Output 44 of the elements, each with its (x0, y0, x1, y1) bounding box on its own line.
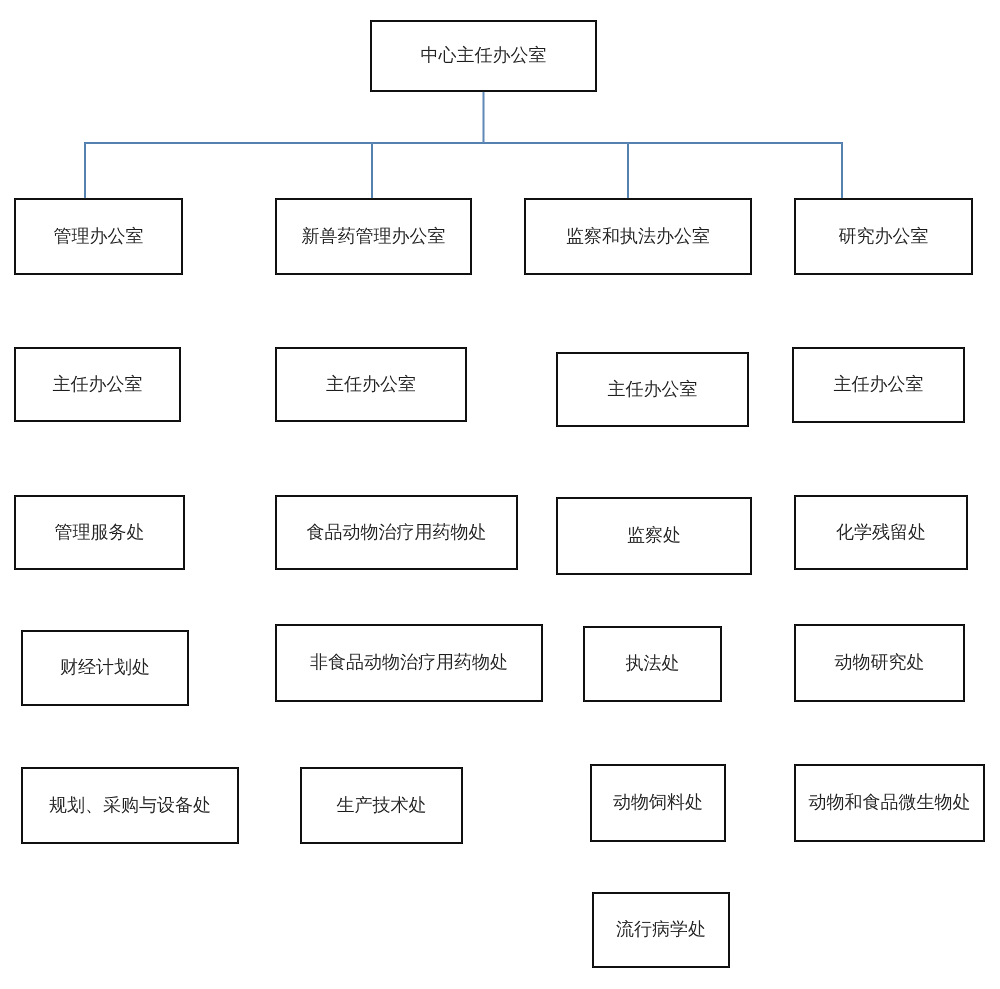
box-label: 研究办公室 (838, 226, 928, 248)
box-label: 财经计划处 (60, 657, 150, 679)
org-unit-box (794, 764, 985, 842)
box-label: 规划、采购与设备处 (49, 794, 211, 816)
box-label: 监察和执法办公室 (566, 226, 710, 248)
org-unit-box (275, 347, 467, 422)
org-unit-box (14, 495, 185, 570)
org-unit-box (583, 626, 722, 702)
box-label: 化学残留处 (836, 522, 926, 544)
org-unit-box (275, 624, 543, 702)
org-unit-box (21, 630, 189, 706)
org-unit-box (14, 347, 181, 422)
box-label: 动物饲料处 (613, 792, 703, 814)
box-label: 主任办公室 (326, 374, 416, 396)
org-unit-box (370, 20, 597, 92)
box-label: 执法处 (626, 653, 680, 675)
box-label: 流行病学处 (616, 919, 706, 941)
box-label: 主任办公室 (834, 374, 924, 396)
box-label: 生产技术处 (336, 794, 426, 816)
org-unit-box (275, 198, 472, 275)
box-label: 管理办公室 (54, 226, 144, 248)
org-unit-box (556, 497, 752, 575)
org-unit-box (275, 495, 518, 570)
box-label: 中心主任办公室 (420, 45, 546, 67)
box-label: 新兽药管理办公室 (302, 226, 446, 248)
org-unit-box (300, 767, 463, 844)
box-label: 非食品动物治疗用药物处 (310, 652, 508, 674)
box-label: 动物研究处 (834, 652, 924, 674)
org-unit-box (794, 198, 973, 275)
box-label: 管理服务处 (54, 522, 144, 544)
org-unit-box (556, 352, 749, 427)
box-label: 动物和食品微生物处 (808, 792, 970, 814)
org-unit-box (792, 347, 965, 423)
org-unit-box (524, 198, 752, 275)
org-unit-box (14, 198, 183, 275)
org-unit-box (794, 495, 968, 570)
box-label: 食品动物治疗用药物处 (306, 522, 486, 544)
box-label: 主任办公室 (608, 378, 698, 400)
org-unit-box (794, 624, 965, 702)
org-unit-box (590, 764, 726, 842)
org-unit-box (592, 892, 730, 968)
box-label: 主任办公室 (52, 374, 142, 396)
org-unit-box (21, 767, 239, 844)
box-label: 监察处 (627, 525, 681, 547)
